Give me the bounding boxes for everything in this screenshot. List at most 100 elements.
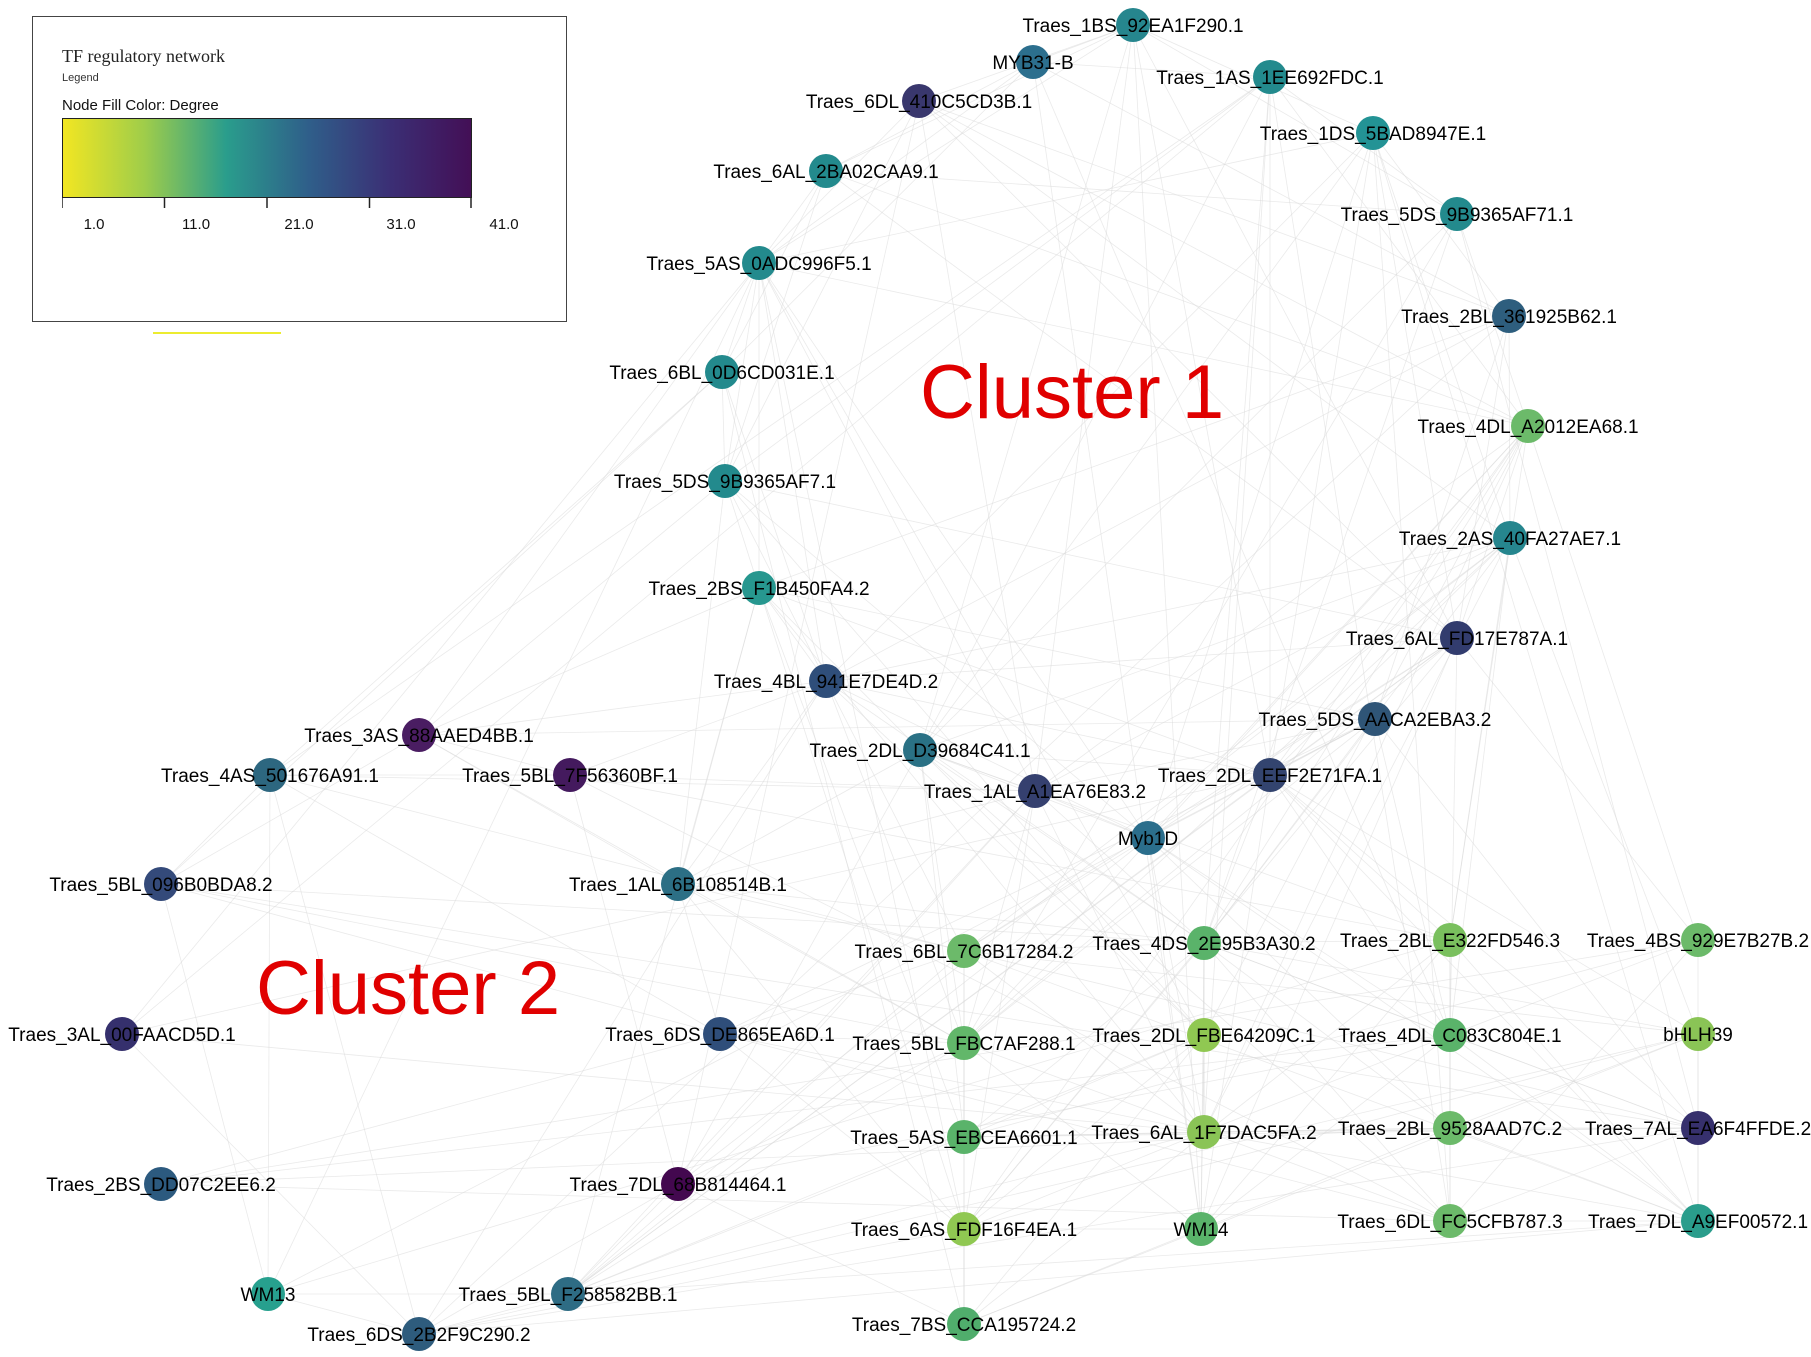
network-node[interactable]: Traes_5DS_9B9365AF71.1 [1341,197,1574,231]
network-node[interactable]: Traes_6AL_1F7DAC5FA.2 [1091,1115,1317,1149]
node-circle[interactable] [708,464,742,498]
network-node[interactable]: Traes_5DS_9B9365AF7.1 [614,464,836,498]
network-node[interactable]: Traes_2BS_DD07C2EE6.2 [46,1167,276,1201]
node-circle[interactable] [1184,1212,1218,1246]
node-circle[interactable] [144,1167,178,1201]
node-circle[interactable] [1356,116,1390,150]
network-node[interactable]: Traes_4AS_501676A91.1 [161,758,379,792]
node-circle[interactable] [1253,758,1287,792]
node-circle[interactable] [1131,821,1165,855]
node-circle[interactable] [1358,702,1392,736]
network-node[interactable]: Traes_6AS_FDF16F4EA.1 [851,1212,1077,1246]
network-node[interactable]: Traes_2AS_40FA27AE7.1 [1399,521,1621,555]
node-circle[interactable] [705,355,739,389]
node-circle[interactable] [1433,1018,1467,1052]
network-node[interactable]: WM14 [1174,1212,1229,1246]
node-circle[interactable] [809,154,843,188]
network-node[interactable]: Traes_3AL_00FAACD5D.1 [8,1017,236,1051]
node-circle[interactable] [1187,926,1221,960]
network-node[interactable]: Traes_7BS_CCA195724.2 [852,1307,1076,1341]
node-circle[interactable] [1253,60,1287,94]
network-node[interactable]: bHLH39 [1663,1017,1733,1051]
node-circle[interactable] [251,1277,285,1311]
node-circle[interactable] [947,1212,981,1246]
network-node[interactable]: Traes_3AS_88AAED4BB.1 [304,718,534,752]
node-circle[interactable] [902,84,936,118]
node-circle[interactable] [903,733,937,767]
node-circle[interactable] [253,758,287,792]
network-node[interactable]: Traes_2DL_D39684C41.1 [809,733,1031,767]
network-node[interactable]: Traes_1AS_1EE692FDC.1 [1156,60,1384,94]
node-circle[interactable] [947,934,981,968]
network-node[interactable]: MYB31-B [992,45,1074,79]
network-node[interactable]: Traes_6BL_0D6CD031E.1 [609,355,835,389]
network-node[interactable]: Traes_1AL_A1EA76E83.2 [924,774,1146,808]
node-circle[interactable] [947,1120,981,1154]
network-node[interactable]: Traes_2BL_E322FD546.3 [1340,923,1560,957]
network-node[interactable]: WM13 [241,1277,296,1311]
network-node[interactable]: Traes_5DS_AACA2EBA3.2 [1259,702,1492,736]
network-node[interactable]: Traes_6AL_2BA02CAA9.1 [713,154,939,188]
network-node[interactable]: Traes_6DL_410C5CD3B.1 [806,84,1032,118]
network-node[interactable]: Traes_6BL_7C6B17284.2 [854,934,1074,968]
node-circle[interactable] [1440,621,1474,655]
network-node[interactable]: Traes_7AL_EA6F4FFDE.2 [1585,1111,1811,1145]
node-circle[interactable] [947,1307,981,1341]
network-node[interactable]: Traes_7DL_68B814464.1 [570,1167,787,1201]
network-node[interactable]: Myb1D [1118,821,1178,855]
node-circle[interactable] [1116,8,1150,42]
node-circle[interactable] [1018,774,1052,808]
network-node[interactable]: Traes_6DS_DE865EA6D.1 [605,1017,835,1051]
node-circle[interactable] [1681,1111,1715,1145]
network-node[interactable]: Traes_2BL_361925B62.1 [1401,299,1617,333]
node-circle[interactable] [742,246,776,280]
node-circle[interactable] [551,1277,585,1311]
network-node[interactable]: Traes_2BL_9528AAD7C.2 [1338,1111,1562,1145]
network-node[interactable]: Traes_5BL_FBC7AF288.1 [852,1026,1076,1060]
node-circle[interactable] [661,867,695,901]
node-circle[interactable] [947,1026,981,1060]
node-circle[interactable] [1493,521,1527,555]
network-node[interactable]: Traes_7DL_A9EF00572.1 [1588,1204,1808,1238]
network-node[interactable]: Traes_5BL_096B0BDA8.2 [49,867,273,901]
network-node[interactable]: Traes_1AL_6B108514B.1 [569,867,787,901]
network-node[interactable]: Traes_4BS_929E7B27B.2 [1587,923,1809,957]
node-circle[interactable] [1187,1018,1221,1052]
network-node[interactable]: Traes_4DS_2E95B3A30.2 [1092,926,1316,960]
network-node[interactable]: Traes_4DL_C083C804E.1 [1338,1018,1562,1052]
node-circle[interactable] [1681,923,1715,957]
node-circle[interactable] [105,1017,139,1051]
node-circle[interactable] [1433,1204,1467,1238]
network-node[interactable]: Traes_4DL_A2012EA68.1 [1417,409,1639,443]
node-circle[interactable] [661,1167,695,1201]
node-circle[interactable] [809,664,843,698]
network-node[interactable]: Traes_5BL_7F56360BF.1 [462,758,678,792]
network-node[interactable]: Traes_6DS_2B2F9C290.2 [307,1317,531,1351]
network-node[interactable]: Traes_6DL_FC5CFB787.3 [1337,1204,1563,1238]
network-node[interactable]: Traes_5BL_F258582BB.1 [458,1277,678,1311]
node-circle[interactable] [144,867,178,901]
node-circle[interactable] [1511,409,1545,443]
node-circle[interactable] [402,718,436,752]
node-circle[interactable] [1187,1115,1221,1149]
node-circle[interactable] [1492,299,1526,333]
node-circle[interactable] [1440,197,1474,231]
node-circle[interactable] [1016,45,1050,79]
network-node[interactable]: Traes_1DS_5BAD8947E.1 [1260,116,1486,150]
network-node[interactable]: Traes_2DL_EEF2E71FA.1 [1158,758,1382,792]
network-node[interactable]: Traes_1BS_92EA1F290.1 [1022,8,1244,42]
network-node[interactable]: Traes_6AL_FD17E787A.1 [1346,621,1568,655]
network-node[interactable]: Traes_4BL_941E7DE4D.2 [714,664,938,698]
network-node[interactable]: Traes_5AS_EBCEA6601.1 [850,1120,1078,1154]
node-circle[interactable] [742,571,776,605]
node-circle[interactable] [1433,923,1467,957]
network-node[interactable]: Traes_2BS_F1B450FA4.2 [648,571,870,605]
node-circle[interactable] [1681,1204,1715,1238]
node-circle[interactable] [1681,1017,1715,1051]
node-circle[interactable] [553,758,587,792]
network-node[interactable]: Traes_5AS_0ADC996F5.1 [646,246,872,280]
network-node[interactable]: Traes_2DL_FBE64209C.1 [1092,1018,1316,1052]
node-circle[interactable] [1433,1111,1467,1145]
node-circle[interactable] [703,1017,737,1051]
node-circle[interactable] [402,1317,436,1351]
